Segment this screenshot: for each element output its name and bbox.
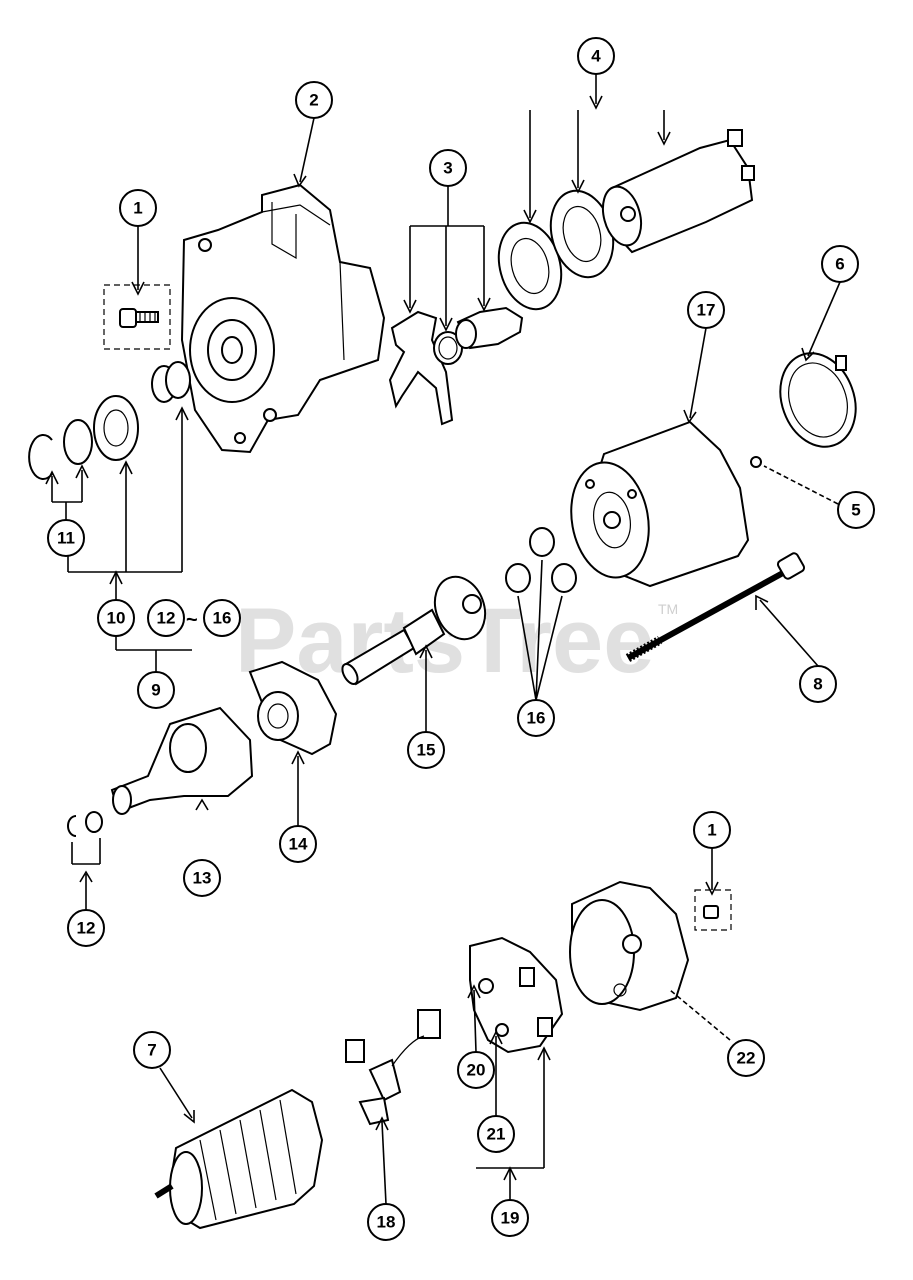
callout-label: 9 bbox=[151, 681, 160, 700]
callout-7[interactable]: 7 bbox=[133, 1031, 171, 1069]
callout-10[interactable]: 10 bbox=[97, 599, 135, 637]
callout-label: 4 bbox=[591, 47, 601, 66]
part-bolt-upper[interactable] bbox=[103, 284, 171, 350]
callout-20[interactable]: 20 bbox=[457, 1051, 495, 1089]
part-front-housing[interactable] bbox=[180, 183, 386, 454]
callout-label: 22 bbox=[737, 1049, 756, 1068]
callout-label: 15 bbox=[417, 741, 436, 760]
callout-label: 18 bbox=[377, 1213, 396, 1232]
callout-label: 1 bbox=[133, 199, 142, 218]
callout-21[interactable]: 21 bbox=[477, 1115, 515, 1153]
callout-label: 12 bbox=[157, 609, 176, 628]
callout-label: 20 bbox=[467, 1061, 486, 1080]
callout-label: 12 bbox=[77, 919, 96, 938]
callout-label: 7 bbox=[147, 1041, 156, 1060]
callout-12-range-start[interactable]: 12 bbox=[147, 599, 185, 637]
callout-15[interactable]: 15 bbox=[407, 731, 445, 769]
part-bolt-lower[interactable] bbox=[694, 889, 732, 931]
callout-label: 17 bbox=[697, 301, 716, 320]
callout-11[interactable]: 11 bbox=[47, 519, 85, 557]
callout-label: 16 bbox=[527, 709, 546, 728]
range-separator: ~ bbox=[186, 609, 198, 631]
callout-1-lower[interactable]: 1 bbox=[693, 811, 731, 849]
callout-14[interactable]: 14 bbox=[279, 825, 317, 863]
callout-6[interactable]: 6 bbox=[821, 245, 859, 283]
callout-13[interactable]: 13 bbox=[183, 859, 221, 897]
callout-19[interactable]: 19 bbox=[491, 1199, 529, 1237]
callout-16-range-end[interactable]: 16 bbox=[203, 599, 241, 637]
callout-label: 10 bbox=[107, 609, 126, 628]
callout-label: 11 bbox=[57, 529, 75, 548]
part-armature[interactable] bbox=[154, 1088, 324, 1230]
watermark-trademark: TM bbox=[658, 601, 678, 617]
callout-label: 1 bbox=[707, 821, 716, 840]
callout-22[interactable]: 22 bbox=[727, 1039, 765, 1077]
callout-1-upper[interactable]: 1 bbox=[119, 189, 157, 227]
part-ring-clip-lower[interactable] bbox=[67, 811, 103, 837]
callout-3[interactable]: 3 bbox=[429, 149, 467, 187]
part-solenoid-set[interactable] bbox=[490, 129, 755, 316]
part-ball[interactable] bbox=[750, 456, 762, 468]
callout-label: 21 bbox=[487, 1125, 506, 1144]
callout-4[interactable]: 4 bbox=[577, 37, 615, 75]
callout-16[interactable]: 16 bbox=[517, 699, 555, 737]
callout-label: 19 bbox=[501, 1209, 520, 1228]
callout-9[interactable]: 9 bbox=[137, 671, 175, 709]
part-gear-shaft[interactable] bbox=[339, 570, 493, 687]
part-brush-lead[interactable] bbox=[345, 1009, 441, 1126]
callout-label: 2 bbox=[309, 91, 318, 110]
callout-17[interactable]: 17 bbox=[687, 291, 725, 329]
callout-label: 16 bbox=[213, 609, 232, 628]
part-through-bolt[interactable] bbox=[625, 552, 806, 662]
part-center-plate[interactable] bbox=[248, 660, 338, 756]
callout-12[interactable]: 12 bbox=[67, 909, 105, 947]
part-rollers[interactable] bbox=[505, 527, 577, 593]
leader-lines bbox=[45, 74, 841, 1205]
callout-label: 8 bbox=[813, 675, 822, 694]
part-rear-cover[interactable] bbox=[569, 880, 690, 1012]
part-pinion-gear-set[interactable] bbox=[28, 361, 191, 480]
part-brush-holder[interactable] bbox=[469, 936, 564, 1054]
callout-8[interactable]: 8 bbox=[799, 665, 837, 703]
callout-label: 13 bbox=[193, 869, 212, 888]
part-lever-set[interactable] bbox=[388, 306, 524, 426]
callout-5[interactable]: 5 bbox=[837, 491, 875, 529]
callout-2[interactable]: 2 bbox=[295, 81, 333, 119]
callout-label: 3 bbox=[443, 159, 452, 178]
callout-label: 14 bbox=[289, 835, 308, 854]
callout-label: 5 bbox=[851, 501, 860, 520]
callout-label: 6 bbox=[835, 255, 844, 274]
callout-18[interactable]: 18 bbox=[367, 1203, 405, 1241]
part-band-cover[interactable] bbox=[768, 343, 868, 458]
part-pinion-clutch[interactable] bbox=[110, 706, 254, 815]
part-yoke-assembly[interactable] bbox=[563, 420, 750, 588]
